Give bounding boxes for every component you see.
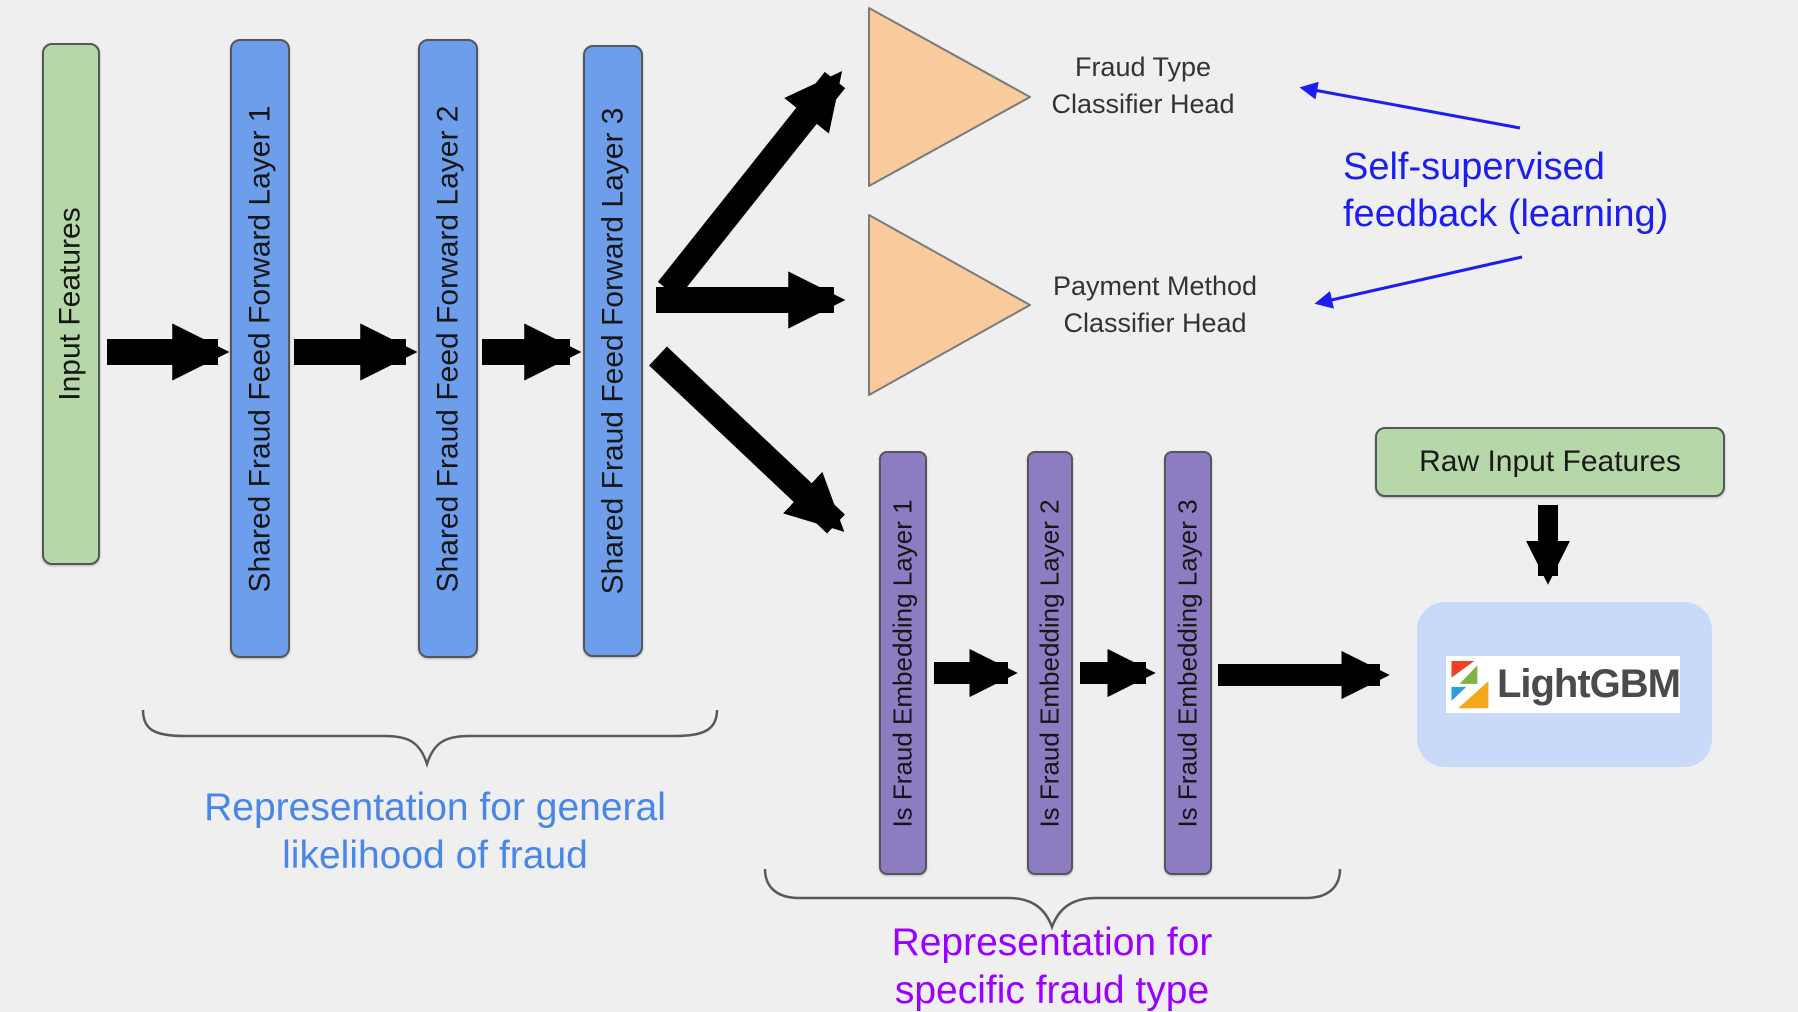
payment-method-head-line1: Payment Method xyxy=(1052,271,1258,301)
shared-feed-forward-layer-1-box: Shared Fraud Feed Forward Layer 1 xyxy=(230,39,290,658)
is-fraud-embedding-layer-1-label: Is Fraud Embedding Layer 1 xyxy=(887,498,918,828)
arrow-shared3-to-embedding1 xyxy=(649,346,845,534)
fraud-type-head-label: Fraud Type Classifier Head xyxy=(993,49,1293,123)
payment-method-head-line2: Classifier Head xyxy=(1063,308,1247,338)
caption-general-representation: Representation for general likelihood of… xyxy=(185,784,685,880)
caption-specific-line1: Representation for xyxy=(891,921,1213,964)
is-fraud-embedding-layer-1-box: Is Fraud Embedding Layer 1 xyxy=(879,451,927,875)
fraud-type-head-line1: Fraud Type xyxy=(1074,52,1212,82)
payment-method-head-label: Payment Method Classifier Head xyxy=(1000,268,1310,342)
is-fraud-embedding-layer-3-label: Is Fraud Embedding Layer 3 xyxy=(1172,498,1203,828)
lightgbm-logo-icon xyxy=(1451,660,1489,708)
shared-feed-forward-layer-2-label: Shared Fraud Feed Forward Layer 2 xyxy=(431,105,465,592)
shared-feed-forward-layer-1-label: Shared Fraud Feed Forward Layer 1 xyxy=(243,105,277,592)
input-features-box: Input Features xyxy=(42,43,100,565)
self-supervised-feedback-line2: feedback (learning) xyxy=(1343,193,1669,235)
brace-specific-representation xyxy=(763,868,1342,931)
fraud-type-head-line2: Classifier Head xyxy=(1051,89,1235,119)
feedback-arrow-to-fraud-type-head xyxy=(1299,81,1521,130)
lightgbm-logo: LightGBM xyxy=(1446,656,1681,713)
arrow-shared3-to-fraud-type-head xyxy=(657,71,846,299)
caption-specific-line2: specific fraud type xyxy=(894,969,1210,1012)
payment-method-triangle xyxy=(868,214,1031,396)
raw-input-features-label: Raw Input Features xyxy=(1419,445,1681,478)
brace-shared-representation xyxy=(141,709,719,769)
shared-feed-forward-layer-2-box: Shared Fraud Feed Forward Layer 2 xyxy=(418,39,478,658)
feedback-arrow-to-payment-head xyxy=(1314,255,1523,309)
caption-specific-representation: Representation for specific fraud type xyxy=(802,919,1302,1012)
input-features-label: Input Features xyxy=(54,207,88,401)
caption-general-line2: likelihood of fraud xyxy=(282,834,588,877)
shared-feed-forward-layer-3-label: Shared Fraud Feed Forward Layer 3 xyxy=(596,107,630,595)
self-supervised-feedback-line1: Self-supervised xyxy=(1343,146,1605,188)
self-supervised-feedback-annotation: Self-supervised feedback (learning) xyxy=(1343,144,1668,238)
shared-feed-forward-layer-3-box: Shared Fraud Feed Forward Layer 3 xyxy=(583,45,643,657)
is-fraud-embedding-layer-3-box: Is Fraud Embedding Layer 3 xyxy=(1164,451,1212,875)
is-fraud-embedding-layer-2-label: Is Fraud Embedding Layer 2 xyxy=(1034,498,1065,828)
caption-general-line1: Representation for general xyxy=(204,786,666,829)
lightgbm-logo-text: LightGBM xyxy=(1496,662,1681,706)
raw-input-features-box: Raw Input Features xyxy=(1375,427,1725,497)
is-fraud-embedding-layer-2-box: Is Fraud Embedding Layer 2 xyxy=(1027,451,1073,875)
fraud-type-triangle xyxy=(868,7,1031,187)
